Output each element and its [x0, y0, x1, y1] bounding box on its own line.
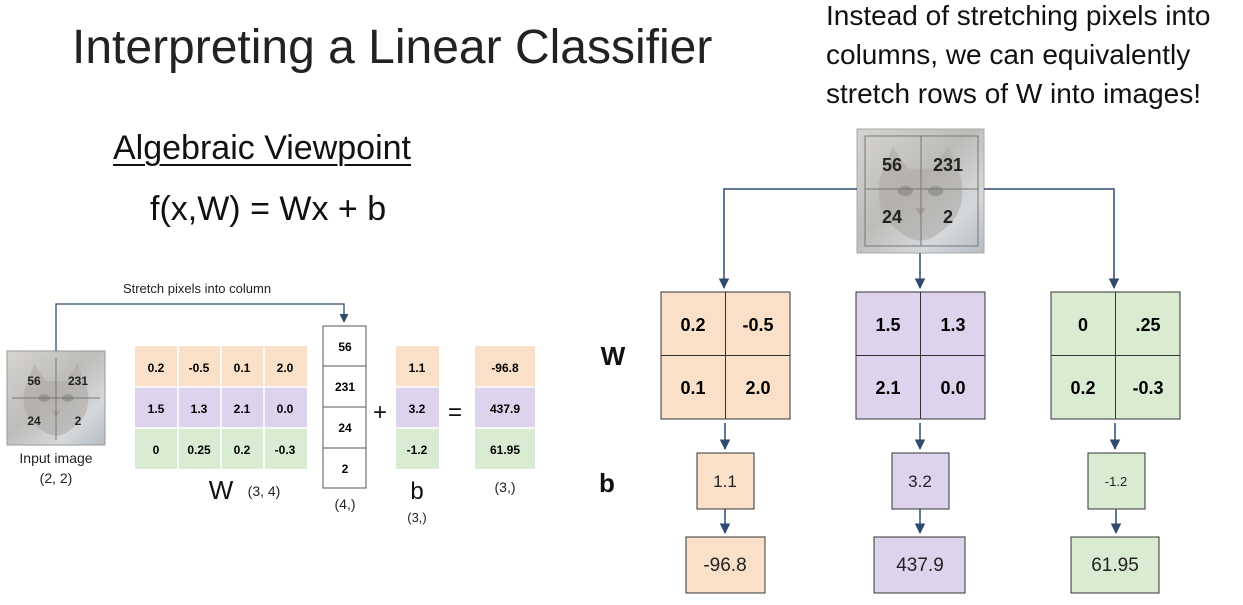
W-symbol: W: [209, 475, 234, 505]
x-cell-1: 231: [335, 380, 355, 394]
weight-grid-1: 1.5 1.3 2.1 0.0: [855, 291, 986, 420]
left-pixel-0: 56: [27, 374, 41, 388]
b-cell-2: -1.2: [407, 443, 428, 457]
output-box-0: [685, 536, 766, 594]
plus-sign: +: [373, 399, 387, 426]
b-symbol: b: [410, 478, 423, 505]
input-image-shape: (2, 2): [40, 470, 73, 486]
out-shape: (3,): [495, 479, 516, 495]
bias-box-1: [891, 452, 950, 510]
W-cell-1-0: 1.5: [148, 402, 165, 416]
W-matrix: 0.2 -0.5 0.1 2.0 1.5 1.3 2.1 0.0 0 0.25 …: [135, 346, 307, 469]
side-note-line-2: columns, we can equivalently: [826, 39, 1191, 70]
output-box-1: [873, 536, 966, 594]
right-b-label: b: [599, 468, 615, 498]
side-note: Instead of stretching pixels into column…: [826, 0, 1210, 113]
arrow-to-grid-0: [718, 188, 857, 290]
stretch-arrow: [55, 303, 349, 351]
grid2-cell-1: .25: [1135, 315, 1160, 335]
bias-value-2: -1.2: [1105, 474, 1127, 489]
right-pixel-3: 2: [943, 207, 953, 227]
equals-sign: =: [448, 399, 462, 426]
bias-box-2: [1087, 452, 1146, 510]
grid2-cell-2: 0.2: [1070, 378, 1095, 398]
b-cell-1: 3.2: [409, 402, 426, 416]
b-cell-0: 1.1: [409, 361, 426, 375]
grid1-cell-1: 1.3: [940, 315, 965, 335]
grid2-cell-3: -0.3: [1132, 378, 1163, 398]
grid0-cell-1: -0.5: [742, 315, 773, 335]
left-pixel-1: 231: [68, 374, 88, 388]
out-cell-1: 437.9: [490, 402, 520, 416]
bias-box-0: [696, 452, 755, 510]
grid0-cell-3: 2.0: [745, 378, 770, 398]
side-note-line-3: stretch rows of W into images!: [826, 78, 1202, 109]
right-input-image: 56 231 24 2: [856, 128, 985, 254]
side-note-line-1: Instead of stretching pixels into: [826, 0, 1211, 31]
left-input-image: 56 231 24 2: [6, 350, 106, 446]
W-cell-1-3: 0.0: [277, 402, 294, 416]
x-cell-3: 2: [342, 462, 349, 476]
weight-grid-2: 0 .25 0.2 -0.3: [1050, 291, 1181, 420]
x-cell-0: 56: [338, 340, 352, 354]
right-pixel-2: 24: [882, 207, 902, 227]
stretch-label: Stretch pixels into column: [123, 281, 271, 296]
out-cell-0: -96.8: [491, 361, 519, 375]
output-box-2: [1070, 536, 1160, 594]
grid1-cell-0: 1.5: [875, 315, 900, 335]
W-cell-0-2: 0.1: [234, 361, 251, 375]
W-cell-2-2: 0.2: [234, 443, 251, 457]
W-cell-1-2: 2.1: [234, 402, 251, 416]
algebraic-viewpoint-heading: Algebraic Viewpoint: [113, 129, 411, 167]
output-value-2: 61.95: [1091, 555, 1139, 576]
left-pixel-3: 2: [75, 414, 82, 428]
output-vector: -96.8 437.9 61.95: [475, 346, 535, 469]
slide-title: Interpreting a Linear Classifier: [72, 21, 713, 74]
grid0-cell-0: 0.2: [680, 315, 705, 335]
W-cell-1-1: 1.3: [191, 402, 208, 416]
output-value-0: -96.8: [703, 555, 746, 576]
W-cell-0-3: 2.0: [277, 361, 294, 375]
W-cell-2-1: 0.25: [187, 443, 211, 457]
weight-grid-0: 0.2 -0.5 0.1 2.0: [660, 291, 791, 420]
W-cell-2-0: 0: [153, 443, 160, 457]
out-cell-2: 61.95: [490, 443, 520, 457]
arrow-to-grid-2: [984, 188, 1120, 290]
W-shape: (3, 4): [248, 483, 281, 499]
right-pixel-0: 56: [882, 155, 902, 175]
bias-value-0: 1.1: [713, 472, 737, 491]
x-vector: 56 231 24 2: [322, 325, 367, 489]
b-shape: (3,): [407, 510, 427, 525]
W-cell-2-3: -0.3: [275, 443, 296, 457]
right-W-label: W: [601, 341, 626, 371]
x-cell-2: 24: [338, 421, 352, 435]
right-pixel-1: 231: [933, 155, 963, 175]
grid1-cell-3: 0.0: [940, 378, 965, 398]
linear-formula: f(x,W) = Wx + b: [150, 190, 387, 228]
b-vector: 1.1 3.2 -1.2: [396, 346, 439, 469]
x-shape: (4,): [335, 496, 356, 512]
grid2-cell-0: 0: [1078, 315, 1088, 335]
bias-value-1: 3.2: [908, 472, 932, 491]
grid1-cell-2: 2.1: [875, 378, 900, 398]
W-cell-0-0: 0.2: [148, 361, 165, 375]
grid0-cell-2: 0.1: [680, 378, 705, 398]
W-cell-0-1: -0.5: [189, 361, 210, 375]
input-image-label: Input image: [19, 450, 92, 466]
left-pixel-2: 24: [27, 414, 41, 428]
output-value-1: 437.9: [896, 555, 944, 576]
